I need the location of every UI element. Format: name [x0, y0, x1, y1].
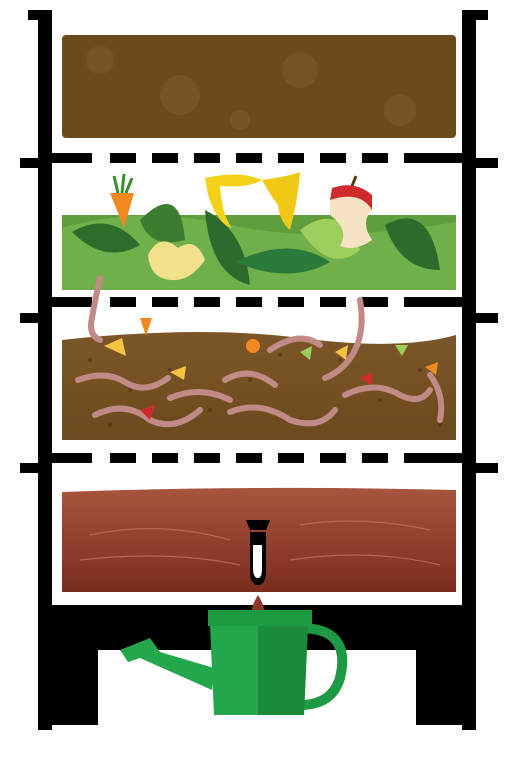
- left-leg: [38, 605, 98, 725]
- food-scraps-layer: [62, 172, 456, 290]
- divider-2: [52, 297, 462, 307]
- right-leg: [416, 605, 476, 725]
- divider-3: [52, 453, 462, 463]
- top-bedding-layer: [62, 35, 456, 138]
- divider-1: [52, 153, 462, 163]
